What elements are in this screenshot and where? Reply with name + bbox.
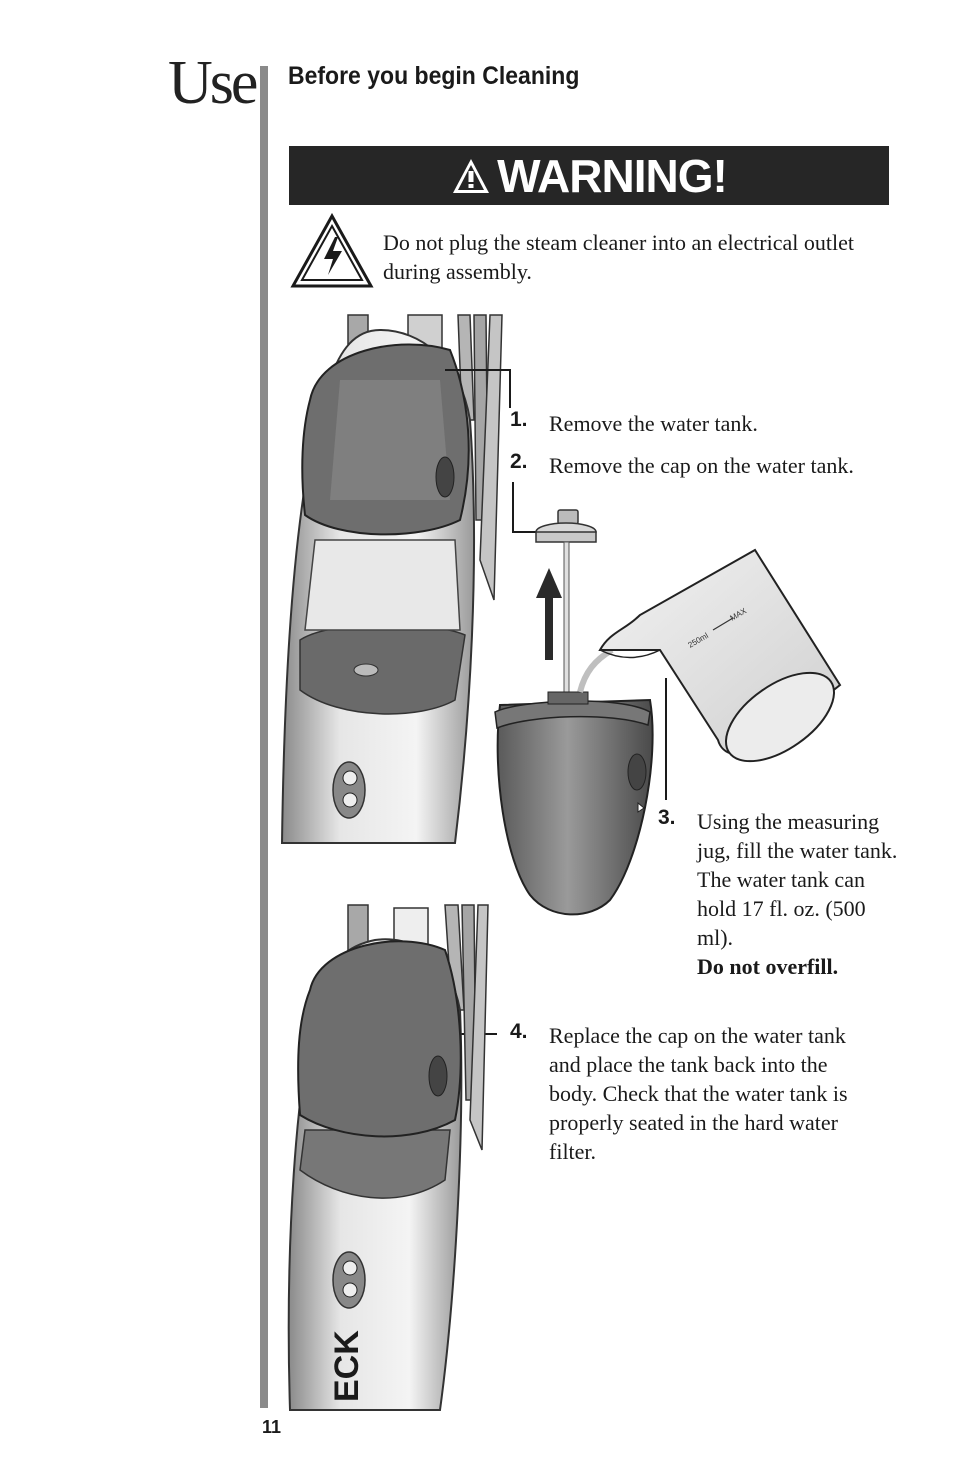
step-3: 3. <box>658 806 676 830</box>
electric-shock-icon <box>290 213 374 288</box>
warning-triangle-icon <box>453 158 490 193</box>
page-number: 11 <box>262 1417 282 1437</box>
step-3-body: Using the measuring jug, fill the water … <box>697 809 898 950</box>
page-subheading: Before you begin Cleaning <box>288 62 580 90</box>
section-title: Use <box>168 49 258 117</box>
steam-cleaner-body-upper <box>280 314 503 844</box>
step-1: 1. <box>510 408 528 432</box>
step-1-text: Remove the water tank. <box>549 411 758 436</box>
step-3-text: Using the measuring jug, fill the water … <box>697 807 902 981</box>
warning-banner: WARNING! <box>289 146 889 205</box>
step-4: 4. <box>510 1020 528 1044</box>
measuring-jug: 250ml MAX <box>598 548 842 763</box>
section-divider <box>260 66 268 1408</box>
steam-cleaner-body-lower: ECK <box>287 904 489 1411</box>
water-stream <box>577 647 614 693</box>
water-tank-cap <box>535 509 597 693</box>
water-tank <box>494 691 654 916</box>
callout-leaders <box>440 369 667 1035</box>
step-number: 4. <box>510 1020 528 1043</box>
step-number: 2. <box>510 450 528 473</box>
step-2: 2. <box>510 450 528 474</box>
step-4-text: Replace the cap on the water tank and pl… <box>549 1023 848 1164</box>
step-number: 1. <box>510 408 528 431</box>
warning-text: Do not plug the steam cleaner into an el… <box>383 230 854 284</box>
brand-logo-fragment: ECK <box>328 1330 366 1402</box>
step-2-text: Remove the cap on the water tank. <box>549 453 854 478</box>
step-number: 3. <box>658 806 676 829</box>
step-3-emphasis: Do not overfill. <box>697 954 839 979</box>
warning-title: WARNING! <box>497 149 728 202</box>
lift-arrow-icon <box>536 568 562 660</box>
